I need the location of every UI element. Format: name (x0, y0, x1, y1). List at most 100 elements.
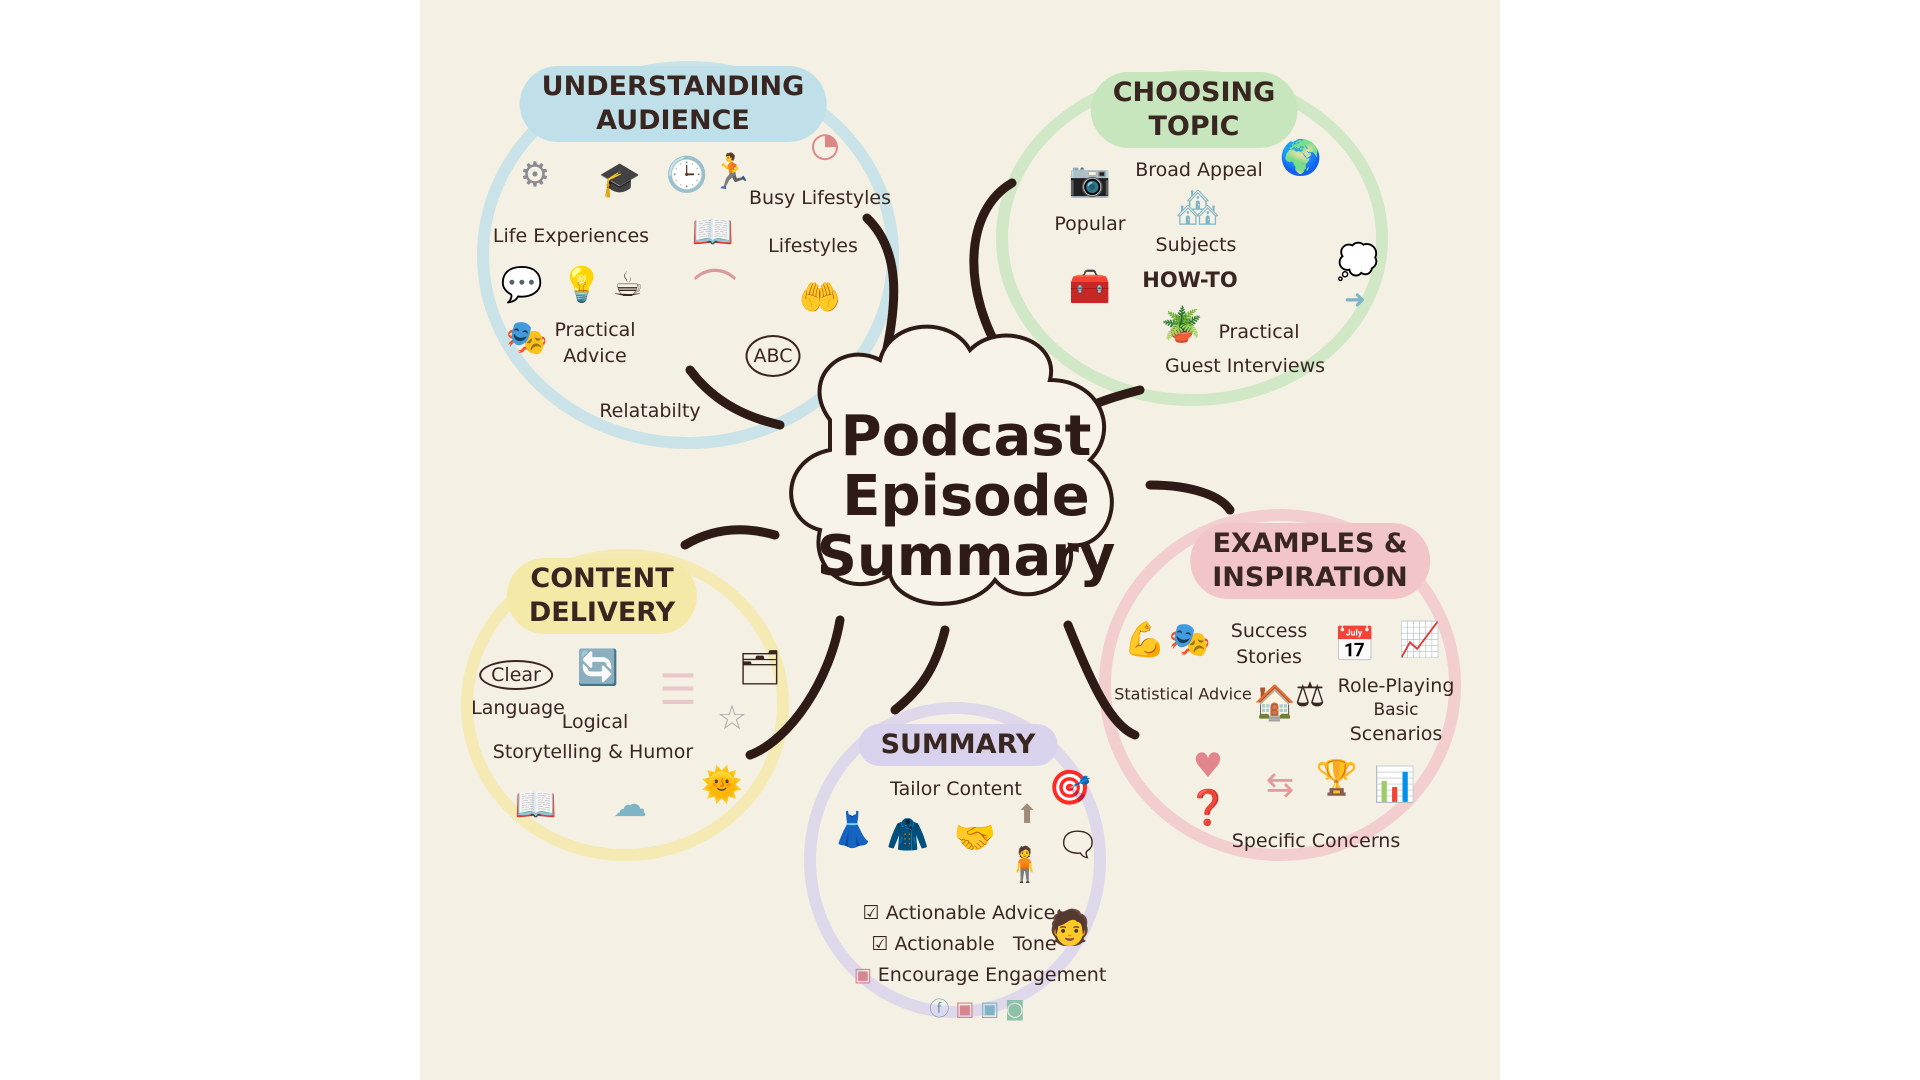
sun-smile-icon: 🌞 (700, 765, 744, 805)
center-cloud (789, 324, 1114, 606)
label-specific-concerns: Specific Concerns (1231, 830, 1401, 852)
label-stories: Stories (1236, 646, 1302, 668)
label-actionable-tone: ☑ Actionable Tone (871, 933, 1056, 955)
label-role-playing-line3: Scenarios (1349, 723, 1443, 745)
label-lifestyles: Lifestyles (768, 235, 858, 257)
speech-bubble-icon: 🗨 (1056, 825, 1100, 865)
handshake-icon: 🤝 (953, 818, 997, 858)
pie-chart-icon: ◔ (810, 125, 840, 165)
label-practical-advice: Practical Advice (554, 317, 635, 369)
twitter-icon: ▣ (980, 996, 1006, 1021)
center-title-line1: Podcast (840, 404, 1092, 469)
label-success-stories: Success Stories (1231, 618, 1307, 670)
branch-delivery-2 (745, 615, 845, 760)
center-title-line3: Summary (816, 524, 1116, 589)
flexed-arm-icon: 💪 (1123, 620, 1167, 660)
theater-masks-icon: 🎭 (1168, 620, 1212, 660)
stacked-blocks-icon: ☰ (659, 665, 697, 714)
question-icon: ❓ (1186, 788, 1230, 828)
calendar-icon: 📅 (1333, 625, 1377, 665)
open-book-icon: 📖 (514, 785, 558, 825)
audience-title: UNDERSTANDING AUDIENCE (519, 66, 827, 142)
houses-icon: 🏘 (1176, 188, 1220, 228)
delivery-title: CONTENT DELIVERY (506, 558, 698, 634)
label-guest-interviews: Guest Interviews (1164, 355, 1326, 377)
lightbulb-icon: 💡 (560, 265, 604, 305)
clock-icon: 🕒 (665, 155, 709, 195)
label-popular: Popular (1054, 213, 1126, 235)
arrow-right-icon: ➜ (1344, 285, 1366, 315)
checkbox-icon: ☑ (862, 902, 886, 924)
org-chart-icon: 🗂 (738, 648, 782, 688)
label-busy-lifestyles: Busy Lifestyles (749, 187, 891, 209)
instagram-icon: ◙ (1005, 996, 1031, 1021)
label-storytelling-humor: Storytelling & Humor (492, 741, 694, 763)
cycle-arrows-icon: 🔄 (576, 648, 620, 688)
speech-bubble-icon: 💬 (500, 265, 544, 305)
house-icon: 🏠 (1253, 683, 1297, 723)
theater-masks-icon: 🎭 (505, 318, 549, 358)
facebook-icon: ⓕ (929, 996, 956, 1021)
gears-icon: ⚙ (519, 155, 551, 195)
topic-title-line2: TOPIC (1148, 111, 1240, 142)
label-actionable-advice: ☑ Actionable Advice (863, 902, 1056, 924)
label-tailor-content: Tailor Content (890, 778, 1022, 800)
delivery-title-line1: CONTENT (530, 563, 674, 594)
branch-delivery (680, 525, 780, 550)
arrow-up-icon: ⬆ (1016, 800, 1038, 830)
examples-ring (1099, 509, 1461, 861)
label-statistical-advice: Statistical Advice (1114, 684, 1252, 704)
bridge-icon: ⌒ (693, 266, 737, 317)
summary-ring (804, 702, 1106, 1018)
cloud-icon: ☁ (613, 785, 647, 825)
branch-examples (1145, 480, 1235, 515)
bar-chart-icon: 📊 (1373, 765, 1417, 805)
label-language: Language (471, 697, 565, 719)
book-icon: 📖 (691, 212, 735, 252)
abc-magnifier: ABC (745, 335, 801, 377)
person-icon: 🧍 (1003, 845, 1047, 885)
delivery-ring (461, 549, 789, 861)
label-broad-appeal: Broad Appeal (1135, 159, 1263, 181)
label-logical: Logical (561, 711, 629, 733)
hand-coins-icon: 🤲 (798, 278, 842, 318)
blazer-icon: 🧥 (886, 815, 930, 855)
examples-title: EXAMPLES & INSPIRATION (1190, 523, 1430, 599)
label-success: Success (1230, 620, 1308, 642)
label-encourage-engagement: ▣ Encourage Engagement (854, 964, 1107, 986)
target-icon: 🎯 (1048, 768, 1092, 808)
audience-title-line2: AUDIENCE (596, 105, 750, 136)
topic-title-line1: CHOOSING (1112, 77, 1276, 108)
label-subjects: Subjects (1155, 234, 1237, 256)
label-encourage-engagement-text: Encourage Engagement (877, 964, 1107, 986)
topic-title: CHOOSING TOPIC (1090, 72, 1298, 148)
audience-title-line1: UNDERSTANDING (541, 71, 805, 102)
branch-examples-2 (1063, 620, 1140, 740)
summary-title: SUMMARY (858, 724, 1058, 766)
star-icon: ☆ (716, 698, 748, 738)
label-relatability: Relatabilty (599, 400, 701, 422)
coffee-cup-icon: ☕ (612, 265, 644, 305)
label-clear: Clear (479, 660, 553, 690)
label-advice: Advice (563, 345, 627, 367)
camera-icon: 📷 (1068, 160, 1112, 200)
speech-bubble-icon: 💭 (1336, 242, 1380, 282)
arrows-icon: ⇆ (1265, 765, 1295, 805)
mind-map-canvas: Podcast Episode Summary UNDERSTANDING AU… (420, 0, 1500, 1080)
center-title-line2: Episode (842, 464, 1090, 529)
label-how-to: HOW-TO (1142, 268, 1238, 292)
label-role-playing-line1: Role-Playing (1337, 675, 1455, 697)
label-practical: Practical (554, 319, 636, 341)
branch-summary (890, 625, 950, 715)
runner-icon: 🏃 (710, 152, 754, 192)
checkbox-icon: ☑ (871, 933, 895, 955)
branch-lines (461, 61, 1461, 1018)
branch-audience-2 (685, 365, 785, 430)
plant-icon: 🪴 (1160, 305, 1204, 345)
label-life-experiences: Life Experiences (492, 225, 650, 247)
label-role-playing: Role-Playing Basic Scenarios (1338, 674, 1455, 746)
examples-title-line2: INSPIRATION (1212, 562, 1408, 593)
instagram-icon: ▣ (853, 964, 878, 986)
label-actionable-tone-text: Actionable Tone (894, 933, 1057, 955)
heart-icon: ♥ (1192, 746, 1224, 786)
